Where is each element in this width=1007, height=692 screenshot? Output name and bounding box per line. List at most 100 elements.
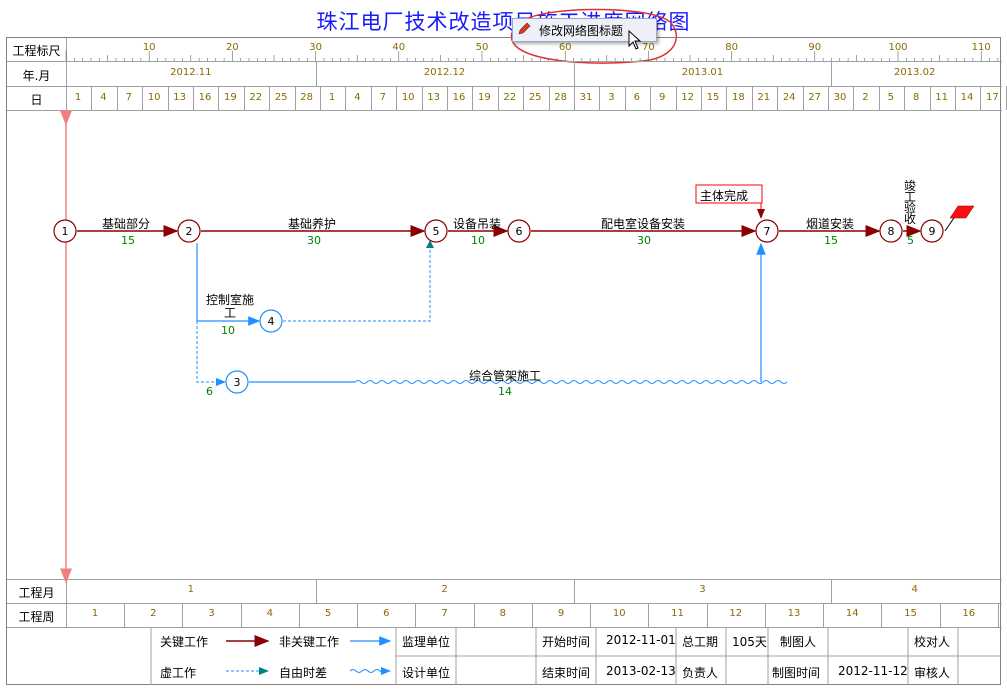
day-cell: 24 — [782, 92, 796, 103]
ruler-tick: 60 — [558, 42, 572, 53]
day-cell: 14 — [960, 92, 974, 103]
node-6[interactable] — [507, 219, 531, 243]
node-label: 7 — [764, 225, 771, 238]
day-cell: 30 — [833, 92, 847, 103]
ruler-tick: 80 — [725, 42, 738, 53]
activity-duration-1: 15 — [121, 234, 135, 247]
activity-name-4[interactable]: 配电室设备安装 — [601, 217, 686, 231]
activity-duration-3: 10 — [471, 234, 485, 247]
node-9[interactable] — [920, 219, 944, 243]
legend-drawer-label: 制图人 — [780, 635, 817, 649]
day-cell: 21 — [757, 92, 771, 103]
activity-name-2[interactable]: 基础养护 — [288, 217, 337, 231]
day-cell: 8 — [913, 92, 920, 103]
legend-table: 关键工作 非关键工作 虚工作 自由时差 监理单位 设计单位 开始时间 2012-… — [6, 627, 1001, 685]
node-5[interactable] — [424, 219, 448, 243]
footer-week-cell: 5 — [324, 608, 332, 619]
footer-month-cell: 2 — [441, 584, 448, 595]
day-cell: 7 — [379, 92, 386, 103]
activity-name-3[interactable]: 设备吊装 — [453, 217, 502, 231]
day-cell: 11 — [935, 92, 948, 103]
legend-dummy: 虚工作 — [160, 666, 197, 680]
footer-week-cell: 14 — [845, 608, 859, 619]
activity-duration-8: 14 — [498, 385, 512, 398]
footer-week-cell: 1 — [91, 608, 99, 619]
node-label: 2 — [186, 225, 193, 238]
legend-start-value[interactable]: 2012-11-01 — [606, 633, 676, 647]
activity-name-5[interactable]: 烟道安装 — [806, 217, 855, 231]
node-label: 6 — [516, 225, 523, 238]
footer-month-cell: 4 — [911, 584, 918, 595]
footer-week-cell: 10 — [612, 608, 626, 619]
day-cell: 13 — [427, 92, 440, 103]
month-cell: 2012.11 — [170, 67, 212, 78]
legend-total-value[interactable]: 105天 — [732, 635, 767, 649]
footer-week-cell: 12 — [729, 608, 743, 619]
milestone-label[interactable]: 主体完成 — [700, 189, 749, 203]
day-cell: 10 — [147, 92, 161, 103]
node-label: 5 — [433, 225, 440, 238]
day-cell: 3 — [608, 92, 615, 103]
footer-month-label: 工程月 — [18, 586, 55, 600]
month-cell: 2012.12 — [423, 67, 466, 78]
legend-draw-time-label: 制图时间 — [772, 666, 821, 680]
finish-flag-icon — [949, 205, 975, 219]
day-cell: 25 — [274, 92, 288, 103]
day-cell: 9 — [659, 92, 666, 103]
activity-duration-7: 10 — [221, 324, 235, 337]
footer-week-label: 工程周 — [18, 610, 55, 624]
ruler-tick: 90 — [808, 42, 822, 53]
day-cell: 19 — [478, 92, 491, 103]
footer-month-cell: 1 — [187, 584, 194, 595]
footer-week-cell: 11 — [671, 608, 684, 619]
milestone-box — [695, 184, 763, 204]
day-cell: 18 — [732, 92, 745, 103]
node-4[interactable] — [259, 309, 283, 333]
node-label: 1 — [62, 225, 69, 238]
day-cell: 16 — [452, 92, 466, 103]
legend-reviewer-label: 审核人 — [914, 666, 951, 680]
footer-week-cell: 7 — [441, 608, 448, 619]
ruler-tick: 70 — [642, 42, 655, 53]
activity-name-6[interactable]: 竣工验收 — [904, 179, 917, 226]
day-cell: 4 — [100, 92, 107, 103]
legend-end-value[interactable]: 2013-02-13 — [606, 664, 676, 678]
ruler-label: 工程标尺 — [12, 44, 61, 58]
day-cell: 7 — [125, 92, 132, 103]
day-cell: 12 — [681, 92, 694, 103]
month-cell: 2013.02 — [893, 67, 936, 78]
legend-critical: 关键工作 — [160, 635, 209, 649]
legend-supervisor: 监理单位 — [402, 635, 451, 649]
day-cell: 5 — [887, 92, 894, 103]
activity-duration-2: 30 — [307, 234, 321, 247]
footer-week-cell: 9 — [557, 608, 565, 619]
ruler-tick: 20 — [226, 42, 239, 53]
footer-week-cell: 8 — [499, 608, 506, 619]
footer-week-cell: 13 — [787, 608, 801, 619]
footer-month-cell: 3 — [699, 584, 706, 595]
legend-checker-label: 校对人 — [914, 635, 951, 649]
dummy-arrow-2-3 — [196, 321, 226, 386]
node-8[interactable] — [879, 219, 903, 243]
node-label: 4 — [268, 315, 275, 328]
day-cell: 4 — [354, 92, 361, 103]
node-2[interactable] — [177, 219, 201, 243]
activity-name-7[interactable]: 控制室施工 — [205, 293, 254, 320]
activity-name-1[interactable]: 基础部分 — [102, 217, 151, 231]
pencil-icon — [518, 22, 531, 35]
menu-item-edit-title[interactable]: 修改网络图标题 — [539, 24, 624, 38]
day-cell: 22 — [249, 92, 263, 103]
activity-name-8[interactable]: 综合管架施工 — [469, 369, 542, 383]
node-1[interactable] — [53, 219, 77, 243]
day-cell: 19 — [224, 92, 237, 103]
legend-start-label: 开始时间 — [542, 635, 591, 649]
node-7[interactable] — [755, 219, 779, 243]
day-cell: 15 — [706, 92, 720, 103]
day-cell: 28 — [300, 92, 313, 103]
day-cell: 17 — [986, 92, 999, 103]
legend-draw-time-value[interactable]: 2012-11-12 — [838, 664, 908, 678]
node-3[interactable] — [225, 370, 249, 394]
footer-week-cell: 15 — [904, 608, 917, 619]
